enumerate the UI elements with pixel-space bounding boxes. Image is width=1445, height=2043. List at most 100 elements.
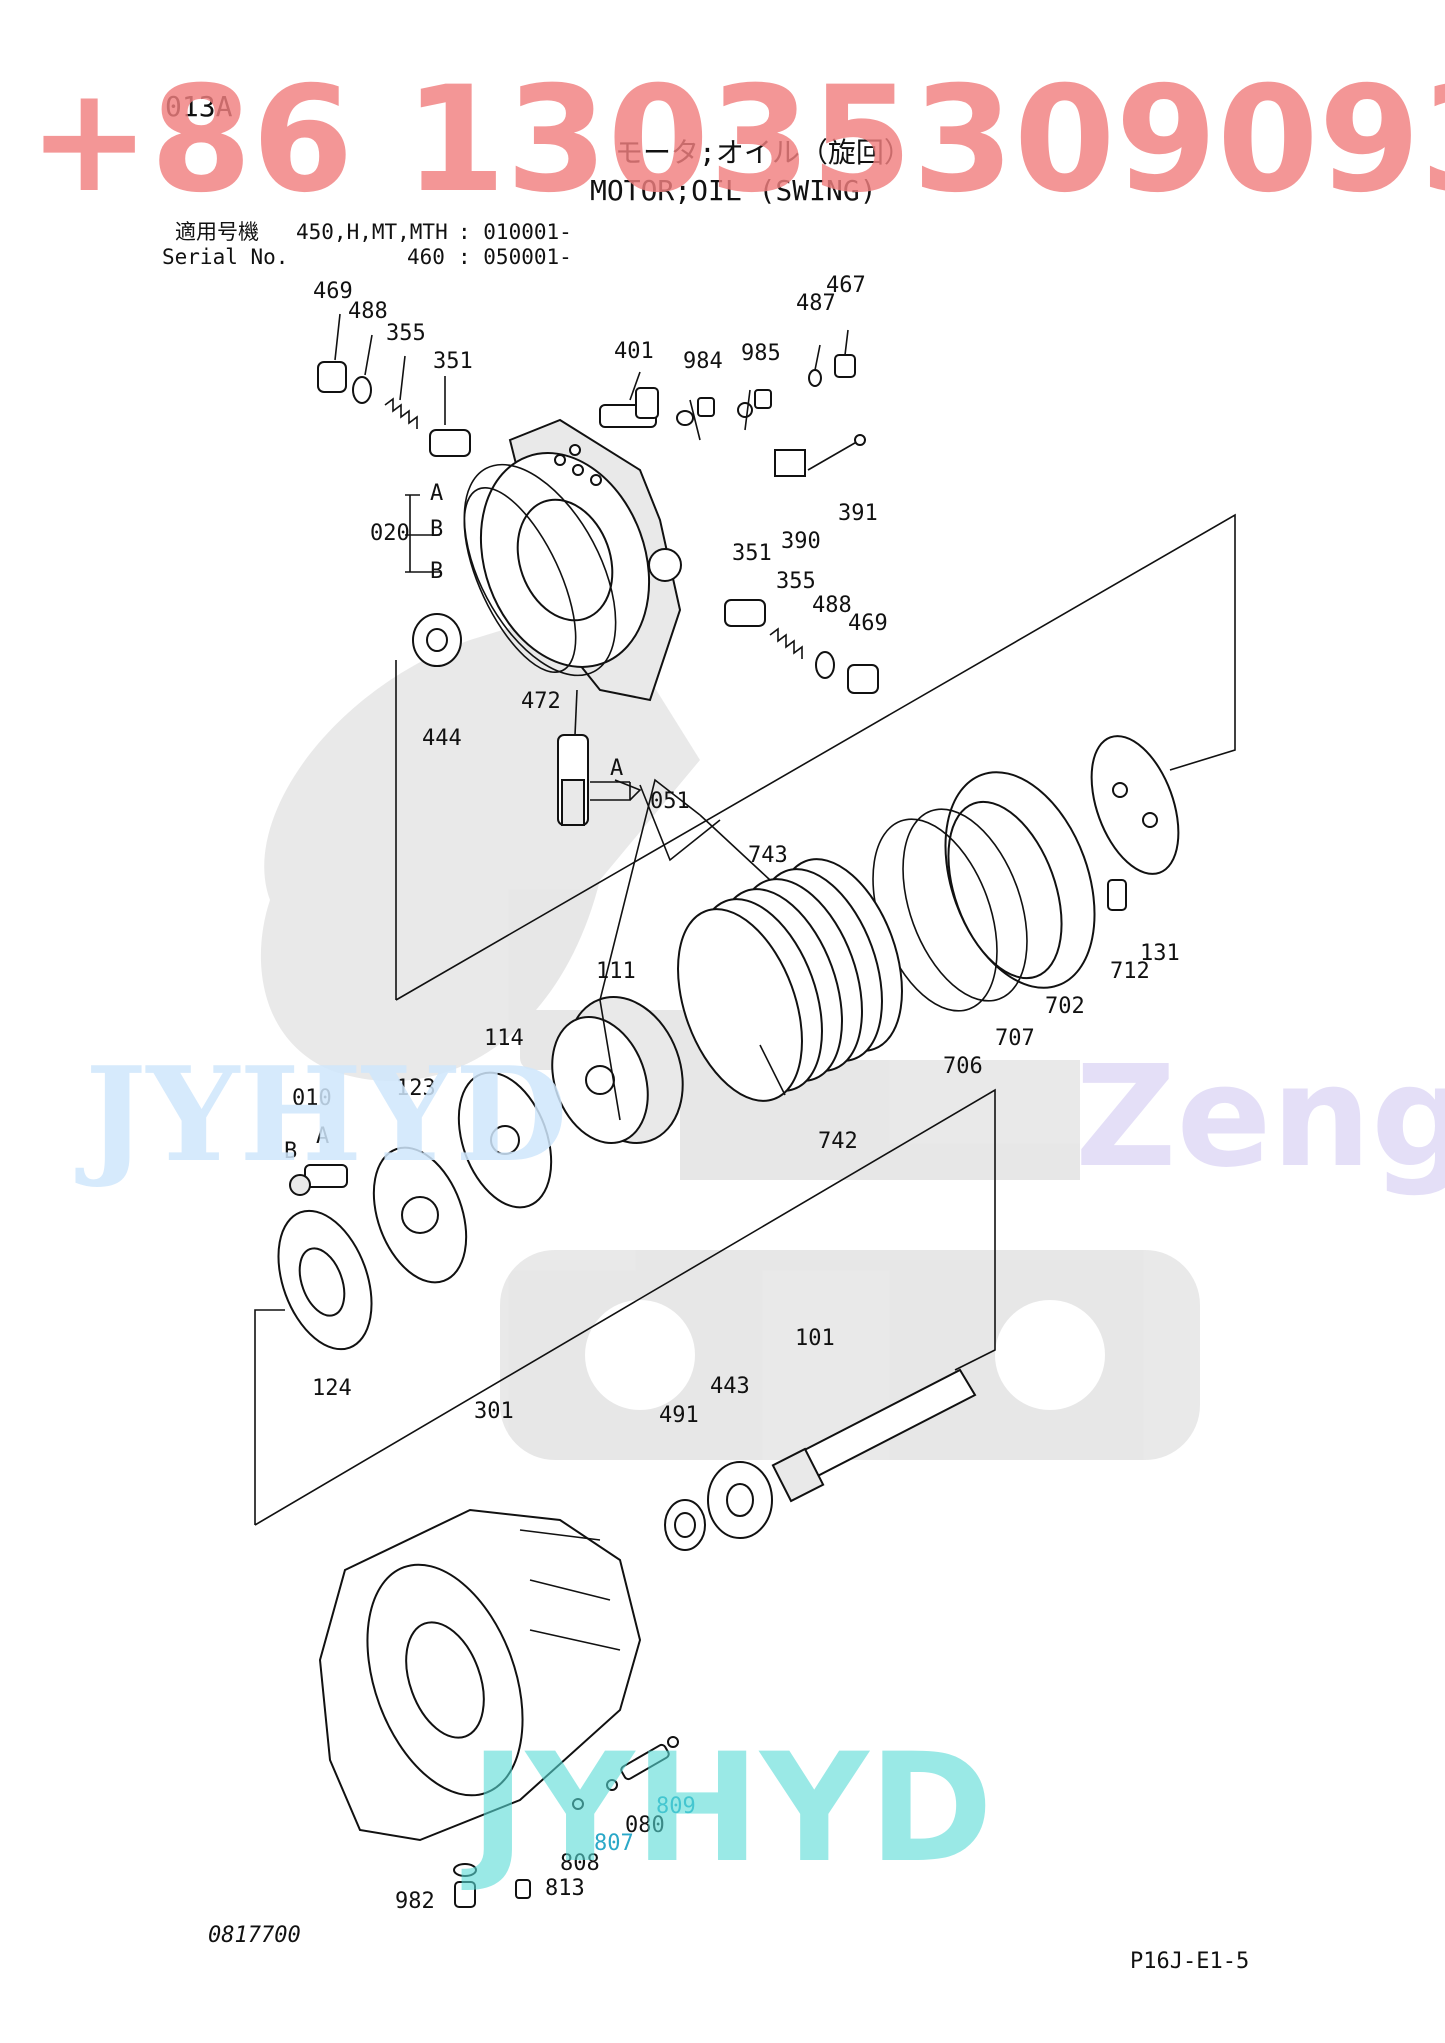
watermark-brand-cyan: JYHYD	[461, 1722, 993, 1896]
label-051: 051	[650, 789, 690, 814]
o-ring-809	[667, 1736, 679, 1748]
o-ring-472	[463, 463, 617, 677]
label-469-top: 469	[313, 279, 353, 304]
nameplate-390	[774, 449, 806, 477]
spacer-491	[664, 1499, 706, 1551]
label-491: 491	[659, 1403, 699, 1428]
label-114: 114	[484, 1026, 524, 1051]
label-sub-B1: B	[430, 517, 443, 542]
bolt-401	[599, 387, 659, 428]
label-301: 301	[474, 1399, 514, 1424]
valve-cover-group	[463, 418, 682, 702]
label-712: 712	[1110, 959, 1150, 984]
label-sub-A3: A	[316, 1124, 329, 1149]
plug-469-top	[317, 361, 347, 393]
o-ring-707	[902, 808, 1028, 1002]
casing-301	[318, 1508, 642, 1842]
label-488-mid: 488	[812, 593, 852, 618]
label-010: 010	[292, 1086, 332, 1111]
piston-assembly-123	[372, 1146, 468, 1284]
bearing-444	[412, 613, 462, 667]
watermark-phone: +86 13035309093	[28, 55, 1445, 225]
spring-355-top	[384, 397, 418, 429]
label-355-top: 355	[386, 321, 426, 346]
label-sub-A1: A	[430, 481, 443, 506]
valve-051	[557, 734, 589, 826]
shoe-plate-124	[277, 1209, 373, 1351]
serial-models-1: 450,H,MT,MTH	[296, 220, 448, 244]
brake-piston-702	[944, 771, 1096, 989]
label-467: 467	[826, 273, 866, 298]
label-355-mid: 355	[776, 569, 816, 594]
valve-plate-131	[1090, 735, 1180, 875]
cylinder-block-111	[551, 996, 684, 1144]
pin-010	[289, 1164, 348, 1196]
label-111: 111	[596, 959, 636, 984]
label-351-mid: 351	[732, 541, 772, 566]
plug-467	[834, 354, 856, 378]
retainer-plate-114	[457, 1071, 553, 1209]
label-487: 487	[796, 291, 836, 316]
label-391: 391	[838, 501, 878, 526]
friction-plates-743	[677, 858, 903, 1102]
poppet-351-top	[429, 429, 471, 457]
watermark-brand-zeng: Zeng	[1075, 1036, 1445, 1199]
label-982: 982	[395, 1889, 435, 1914]
page-reference: P16J-E1-5	[1130, 1949, 1249, 1974]
label-020: 020	[370, 521, 410, 546]
serial-range-2: : 050001-	[458, 245, 572, 269]
label-707: 707	[995, 1026, 1035, 1051]
title-english: MOTOR;OIL (SWING)	[590, 174, 877, 207]
label-472: 472	[521, 689, 561, 714]
part-labels: 469 488 355 351 401 984 985 487 467 391 …	[284, 273, 1180, 1914]
diagram-code: 013A	[165, 90, 233, 123]
callout-lines	[254, 313, 1236, 1526]
shaft-101	[771, 1368, 977, 1503]
doc-number: 0817700	[208, 1923, 301, 1948]
o-ring-488-mid	[815, 651, 835, 679]
label-488-top: 488	[348, 299, 388, 324]
label-807: 807	[594, 1831, 634, 1856]
relief-valve-080	[620, 1743, 670, 1781]
label-123: 123	[396, 1076, 436, 1101]
plug-808	[572, 1798, 584, 1810]
serial-range-1: : 010001-	[458, 220, 572, 244]
label-985: 985	[741, 341, 781, 366]
plug-985	[737, 389, 772, 418]
watermark-brand-blue: JYHYD	[75, 1038, 568, 1191]
label-742: 742	[818, 1129, 858, 1154]
label-390: 390	[781, 529, 821, 554]
label-702: 702	[1045, 994, 1085, 1019]
label-080: 080	[625, 1813, 665, 1838]
label-813: 813	[545, 1876, 585, 1901]
plug-982	[453, 1863, 477, 1908]
label-809: 809	[656, 1794, 696, 1819]
spring-712	[1107, 879, 1127, 911]
label-131: 131	[1140, 941, 1180, 966]
serial-models-2: 460	[407, 245, 445, 269]
plug-984	[676, 397, 715, 426]
background-logo	[260, 600, 1200, 1460]
o-ring-487	[808, 369, 822, 387]
bearing-443	[707, 1461, 773, 1539]
label-sub-B3: B	[284, 1139, 297, 1164]
label-443: 443	[710, 1374, 750, 1399]
screw-391	[807, 434, 866, 471]
label-444: 444	[422, 726, 462, 751]
title-japanese: モータ;オイル（旋回）	[615, 136, 912, 169]
applicable-label: 適用号機	[175, 220, 259, 244]
o-ring-488-top	[352, 376, 372, 404]
spring-355-mid	[769, 627, 803, 659]
plug-813	[515, 1879, 531, 1899]
label-743: 743	[748, 843, 788, 868]
label-984: 984	[683, 349, 723, 374]
label-808: 808	[560, 1851, 600, 1876]
label-469-mid: 469	[848, 611, 888, 636]
label-706: 706	[943, 1054, 983, 1079]
label-sub-A2: A	[610, 756, 623, 781]
poppet-351-mid	[724, 599, 766, 627]
label-351-top: 351	[433, 349, 473, 374]
serial-label: Serial No.	[162, 245, 288, 269]
label-101: 101	[795, 1326, 835, 1351]
